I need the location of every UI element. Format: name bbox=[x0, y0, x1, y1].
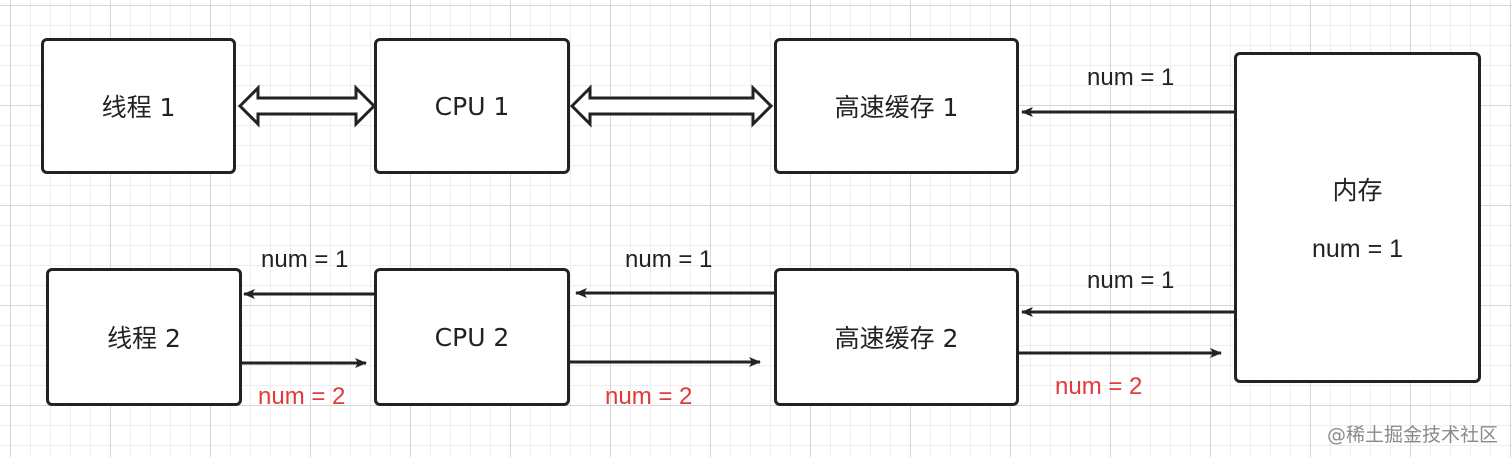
thread1-label: 线程 1 bbox=[101, 93, 176, 122]
cache1-label: 高速缓存 1 bbox=[834, 93, 959, 122]
cache2-label: 高速缓存 2 bbox=[834, 324, 959, 353]
cpu1-box: CPU 1 bbox=[374, 38, 570, 174]
cpu1-cache1-double-arrow bbox=[569, 84, 774, 128]
memory-value: num = 1 bbox=[1311, 235, 1404, 263]
cache2-to-mem-label: num = 2 bbox=[1055, 373, 1143, 400]
thread2-box: 线程 2 bbox=[46, 268, 242, 406]
cache1-box: 高速缓存 1 bbox=[774, 38, 1019, 174]
thread1-box: 线程 1 bbox=[41, 38, 236, 174]
memory-box: 内存 num = 1 bbox=[1234, 52, 1481, 383]
thread2-label: 线程 2 bbox=[107, 324, 181, 353]
memory-title: 内存 bbox=[1332, 176, 1383, 205]
watermark: @稀土掘金技术社区 bbox=[1326, 424, 1498, 446]
cpu2-label: CPU 2 bbox=[434, 322, 510, 352]
cpu2-to-thread2-label: num = 1 bbox=[261, 246, 349, 273]
thread2-to-cpu2-label: num = 2 bbox=[258, 383, 346, 410]
cache2-box: 高速缓存 2 bbox=[774, 268, 1019, 406]
cpu2-box: CPU 2 bbox=[374, 268, 570, 406]
cpu2-to-cache2-label: num = 2 bbox=[605, 383, 693, 410]
mem-to-cache2-label: num = 1 bbox=[1087, 267, 1175, 294]
thread1-cpu1-double-arrow bbox=[237, 84, 377, 128]
cache2-to-cpu2-label: num = 1 bbox=[625, 246, 713, 273]
mem-to-cache1-label: num = 1 bbox=[1087, 64, 1175, 91]
cpu1-label: CPU 1 bbox=[434, 91, 510, 121]
